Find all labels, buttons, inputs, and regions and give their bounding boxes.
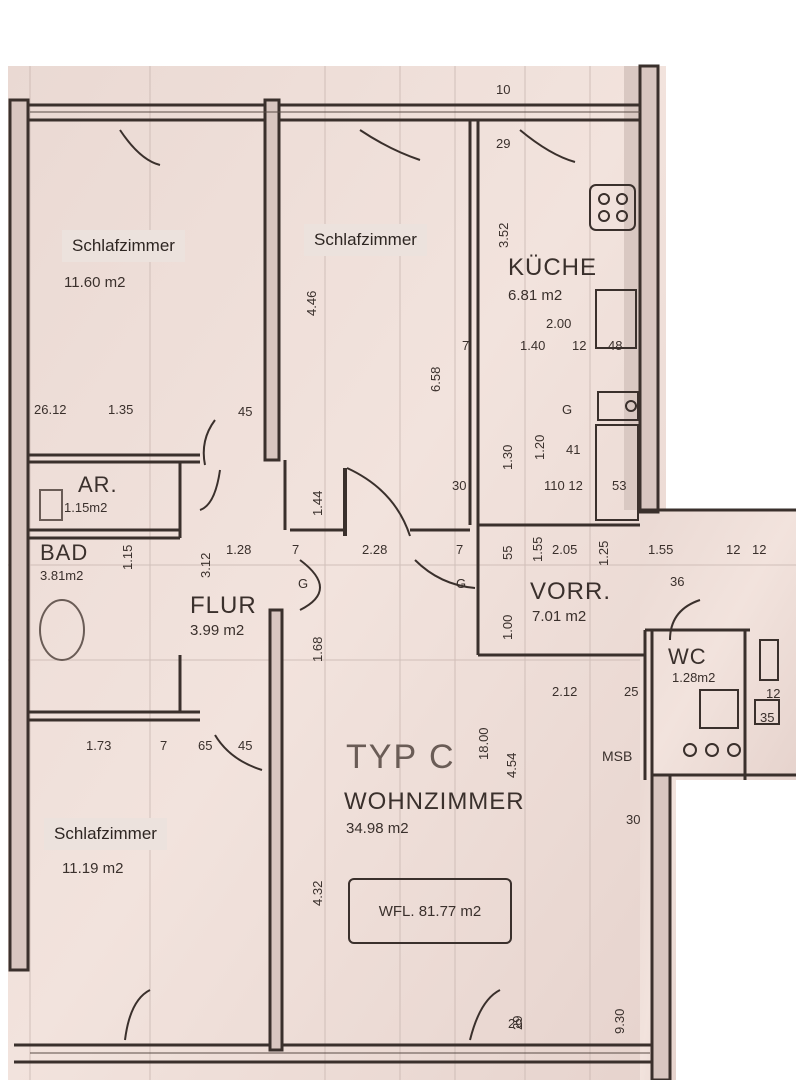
hall-name: FLUR bbox=[190, 592, 257, 619]
bath-name: BAD bbox=[40, 540, 89, 565]
dim-1-28: 1.28 bbox=[226, 542, 252, 557]
vdim-4-32: 4.32 bbox=[310, 880, 325, 906]
dim-1-40: 1.40 bbox=[520, 338, 546, 353]
vdim-55: 55 bbox=[500, 545, 515, 560]
wc-fixtures bbox=[683, 639, 780, 757]
dim-12-c: 12 bbox=[766, 686, 781, 701]
bath-area: 3.81m2 bbox=[40, 568, 84, 583]
dim-2-28: 2.28 bbox=[362, 542, 388, 557]
dim-2-05: 2.05 bbox=[552, 542, 578, 557]
dim-29-b: 29 bbox=[508, 1016, 523, 1031]
vdim-1-30: 1.30 bbox=[500, 444, 515, 470]
dim-48: 48 bbox=[608, 338, 623, 353]
vdim-1-68: 1.68 bbox=[310, 636, 325, 662]
storage-name: AR. bbox=[78, 472, 118, 497]
foyer-area: 7.01 m2 bbox=[532, 608, 587, 625]
walls bbox=[8, 64, 796, 1080]
living-area: 34.98 m2 bbox=[346, 820, 409, 837]
dim-7-c: 7 bbox=[456, 542, 464, 557]
dim-10: 10 bbox=[496, 82, 511, 97]
dim-110-12: 110 12 bbox=[544, 478, 583, 493]
dim-1-55: 1.55 bbox=[648, 542, 674, 557]
dim-30-a: 30 bbox=[452, 478, 467, 493]
dim-7-a: 7 bbox=[462, 338, 470, 353]
vdim-1-15: 1.15 bbox=[120, 544, 135, 570]
dim-2-12: 2.12 bbox=[552, 684, 578, 699]
kitchen-area: 6.81 m2 bbox=[508, 287, 563, 304]
dim-41: 41 bbox=[566, 442, 581, 457]
vdim-3-12: 3.12 bbox=[198, 552, 213, 578]
vdim-4-46: 4.46 bbox=[304, 290, 319, 316]
kitchen-fixtures bbox=[589, 184, 639, 521]
vdim-1-20: 1.20 bbox=[532, 434, 547, 460]
dim-g-2: G bbox=[298, 576, 309, 591]
dim-12-b: 12 bbox=[752, 542, 767, 557]
dim-36: 36 bbox=[670, 574, 685, 589]
bedroom-top-left-area: 11.60 m2 bbox=[64, 274, 126, 291]
vdim-18-00: 18.00 bbox=[476, 727, 491, 760]
bathroom-fixtures bbox=[39, 489, 85, 661]
dim-45-a: 45 bbox=[238, 404, 253, 419]
dim-25: 25 bbox=[624, 684, 639, 699]
dim-1-35: 1.35 bbox=[108, 402, 134, 417]
storage-area: 1.15m2 bbox=[64, 500, 108, 515]
dim-12-a: 12 bbox=[572, 338, 587, 353]
dim-65: 65 bbox=[198, 738, 213, 753]
foyer-name: VORR. bbox=[530, 578, 612, 605]
vdim-9-30: 9.30 bbox=[612, 1008, 627, 1034]
bedroom-top-middle-label: Schlafzimmer bbox=[304, 224, 427, 256]
vdim-1-55: 1.55 bbox=[530, 536, 545, 562]
door-swings bbox=[119, 129, 701, 1041]
vdim-1-44: 1.44 bbox=[310, 490, 325, 516]
dim-30-b: 30 bbox=[626, 812, 641, 827]
type-label: TYP C bbox=[346, 738, 456, 776]
dim-1-12: 12 bbox=[726, 542, 741, 557]
wc-name: WC bbox=[668, 644, 707, 669]
dim-45-b: 45 bbox=[238, 738, 253, 753]
vdim-29: 29 bbox=[510, 1015, 525, 1030]
dim-7-b: 7 bbox=[292, 542, 300, 557]
vdim-1-00: 1.00 bbox=[500, 614, 515, 640]
dim-g-1: G bbox=[562, 402, 573, 417]
dim-53: 53 bbox=[612, 478, 627, 493]
bedroom-bottom-left-label: Schlafzimmer bbox=[44, 818, 167, 850]
hall-area: 3.99 m2 bbox=[190, 622, 245, 639]
bedroom-bottom-left-area: 11.19 m2 bbox=[62, 860, 124, 877]
dim-1-73: 1.73 bbox=[86, 738, 112, 753]
dim-7-65-a: 7 bbox=[160, 738, 168, 753]
total-area-box: WFL. 81.77 m2 bbox=[348, 878, 512, 944]
dim-g-3: G bbox=[456, 576, 467, 591]
kitchen-name: KÜCHE bbox=[508, 254, 598, 281]
dim-29-a: 29 bbox=[496, 136, 511, 151]
dim-2-00: 2.00 bbox=[546, 316, 572, 331]
bedroom-top-left-label: Schlafzimmer bbox=[62, 230, 185, 262]
meter-label: MSB bbox=[602, 748, 633, 764]
dim-26-12: 26.12 bbox=[34, 402, 67, 417]
dim-35: 35 bbox=[760, 710, 775, 725]
living-name: WOHNZIMMER bbox=[344, 788, 525, 815]
windows bbox=[30, 111, 650, 1054]
vdim-3-52: 3.52 bbox=[496, 222, 511, 248]
vdim-1-25: 1.25 bbox=[596, 540, 611, 566]
vdim-4-54: 4.54 bbox=[504, 752, 519, 778]
vdim-6-58: 6.58 bbox=[428, 366, 443, 392]
wc-area: 1.28m2 bbox=[672, 670, 716, 685]
